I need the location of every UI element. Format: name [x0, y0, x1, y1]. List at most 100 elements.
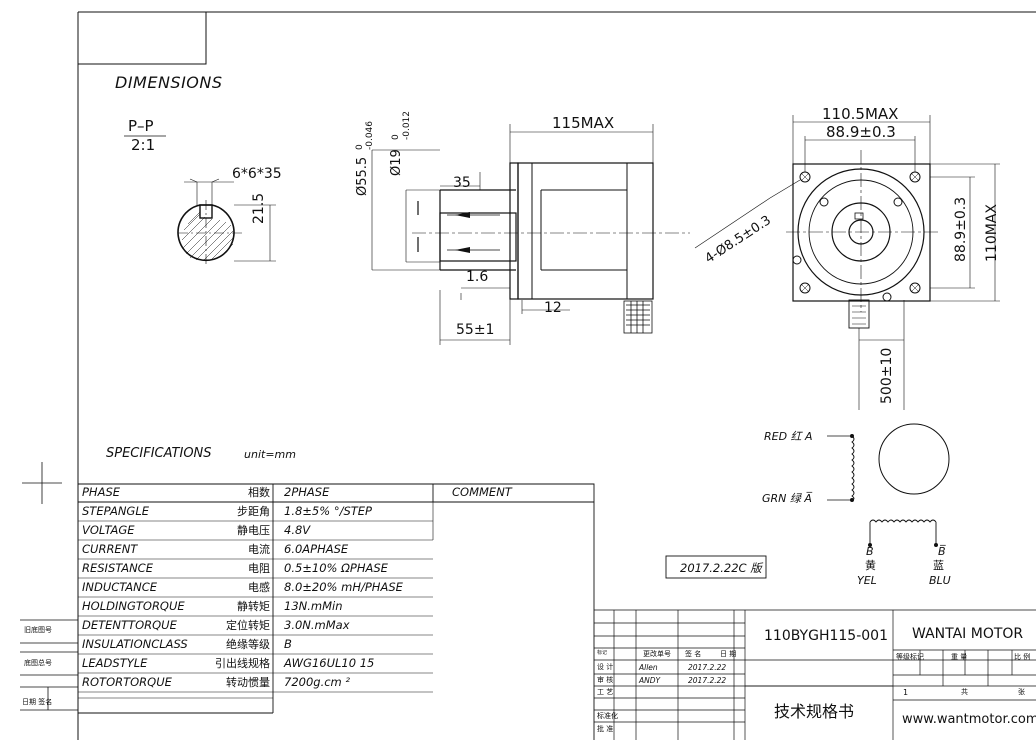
section-label: P–P: [128, 117, 154, 135]
spec-name-cn: 转动惯量: [226, 676, 270, 689]
spec-value: 13N.mMin: [284, 599, 343, 613]
tb-sheets: 张: [1018, 688, 1025, 696]
boss-dimension: 12: [544, 300, 562, 316]
spec-value: B: [284, 637, 292, 651]
tb-date: 日 期: [720, 650, 737, 658]
model-number: 110BYGH115-001: [764, 628, 888, 644]
shaft-height-dimension: 21.5: [251, 192, 267, 224]
section-scale: 2:1: [131, 136, 156, 154]
tb-review-date: 2017.2.22: [688, 676, 727, 685]
body-diameter-dimension: Ø55.5: [355, 156, 370, 196]
spec-name: PHASE: [82, 485, 121, 499]
key-length-dimension: 35: [453, 175, 471, 191]
comment-header: COMMENT: [452, 485, 512, 499]
tb-mark: 标记: [597, 650, 608, 656]
spec-row: LEADSTYLE 引出线规格 AWG16UL10 15: [78, 655, 594, 674]
company-name: WANTAI MOTOR: [912, 626, 1024, 642]
spec-name-cn: 电感: [248, 581, 270, 594]
tb-standard: 标准化: [597, 712, 618, 720]
spec-row: HOLDINGTORQUE 静转矩 13N.mMin: [78, 598, 594, 617]
shaft-diameter-tol-bottom: -0.012: [402, 110, 412, 140]
wire-b-label: B: [866, 545, 874, 558]
tb-review-name: ANDY: [639, 676, 661, 685]
key-dimension: 6*6*35: [232, 166, 282, 182]
spec-name: INDUCTANCE: [82, 580, 158, 594]
spec-value: 4.8V: [284, 523, 311, 537]
spec-name: LEADSTYLE: [82, 656, 148, 670]
spec-name: STEPANGLE: [82, 504, 150, 518]
document-title: 技术规格书: [774, 702, 855, 721]
flange-width-dimension: 110.5MAX: [822, 105, 899, 123]
spec-name-cn: 相数: [248, 486, 270, 499]
shaft-diameter-dimension: Ø19: [389, 149, 404, 176]
spec-row: DETENTTORQUE 定位转矩 3.0N.mMax: [78, 617, 594, 636]
tb-sheet-number: 1: [903, 688, 909, 697]
tb-sign: 签 名: [685, 650, 702, 658]
wire-blue-cn: 蓝: [933, 559, 944, 572]
margin-old-drawing: 旧底图号: [24, 626, 52, 634]
specs-title: SPECIFICATIONS: [106, 446, 212, 461]
wire-blue-label: BLU: [929, 574, 951, 587]
spec-value: 1.8±5% °/STEP: [284, 504, 372, 518]
spec-value: AWG16UL10 15: [284, 656, 375, 670]
spec-name-cn: 步距角: [237, 505, 270, 518]
body-diameter-tol-bottom: -0.046: [365, 120, 375, 150]
tb-design-date: 2017.2.22: [688, 663, 727, 672]
tb-design-name: Allen: [639, 663, 658, 672]
tb-change-no: 更改单号: [643, 650, 671, 658]
wire-red-label: RED 红 A: [764, 430, 813, 443]
spec-name-cn: 绝缘等级: [226, 638, 270, 651]
spec-name-cn: 静电压: [237, 524, 270, 537]
spec-row: INDUCTANCE 电感 8.0±20% mH/PHASE: [78, 579, 594, 598]
wire-bbar-label: B̅: [938, 545, 946, 558]
spec-name: CURRENT: [82, 542, 138, 556]
body-diameter-tol-top: 0: [355, 144, 365, 150]
spec-name-cn: 电流: [248, 543, 270, 556]
company-website: www.wantmotor.com: [902, 712, 1036, 727]
spec-value: 3.0N.mMax: [284, 618, 350, 632]
spec-row: RESISTANCE 电阻 0.5±10% ΩPHASE: [78, 560, 594, 579]
spec-name: DETENTTORQUE: [82, 618, 177, 632]
spec-name-cn: 引出线规格: [215, 657, 270, 670]
flange-thickness-dimension: 1.6: [466, 269, 489, 285]
tb-process: 工 艺: [597, 688, 614, 696]
tb-design: 设 计: [597, 663, 614, 671]
spec-row: VOLTAGE 静电压 4.8V: [78, 522, 594, 541]
total-length-dimension: 115MAX: [552, 114, 615, 132]
lead-length-dimension: 500±10: [879, 347, 895, 404]
spec-name: RESISTANCE: [82, 561, 153, 575]
spec-name: ROTORTORQUE: [82, 675, 172, 689]
shaft-diameter-tol-top: 0: [391, 134, 401, 140]
spec-value: 7200g.cm ²: [284, 675, 351, 689]
spec-row: ROTORTORQUE 转动惯量 7200g.cm ²: [78, 674, 594, 693]
spec-name-cn: 定位转矩: [226, 619, 270, 632]
margin-date-sign: 日期 签名: [22, 698, 53, 706]
spec-name: INSULATIONCLASS: [82, 637, 188, 651]
tb-approve: 批 准: [597, 725, 614, 733]
flange-height-dimension: 110MAX: [984, 204, 1000, 262]
wire-yellow-cn: 黄: [865, 559, 876, 572]
tb-total: 共: [961, 688, 968, 696]
spec-name: VOLTAGE: [82, 523, 135, 537]
spec-value: 8.0±20% mH/PHASE: [284, 580, 403, 594]
wire-yellow-label: YEL: [857, 574, 877, 587]
spec-name: HOLDINGTORQUE: [82, 599, 185, 613]
version-label: 2017.2.22C 版: [680, 561, 762, 575]
spec-value: 2PHASE: [284, 485, 330, 499]
spec-row: INSULATIONCLASS 绝缘等级 B: [78, 636, 594, 655]
tb-ratio: 比 例: [1014, 653, 1031, 661]
spec-name-cn: 静转矩: [237, 600, 270, 613]
tb-review: 审 核: [597, 676, 614, 684]
hole-pitch-vertical-dimension: 88.9±0.3: [953, 196, 969, 262]
spec-value: 6.0APHASE: [284, 542, 349, 556]
tb-grade: 等级标记: [896, 653, 924, 661]
spec-row: CURRENT 电流 6.0APHASE: [78, 541, 594, 560]
spec-name-cn: 电阻: [248, 562, 270, 575]
margin-base-total: 底图总号: [24, 659, 52, 667]
tb-weight: 重 量: [951, 653, 968, 661]
spec-row: STEPANGLE 步距角 1.8±5% °/STEP: [78, 503, 594, 522]
spec-value: 0.5±10% ΩPHASE: [284, 561, 388, 575]
shaft-length-dimension: 55±1: [456, 322, 495, 338]
